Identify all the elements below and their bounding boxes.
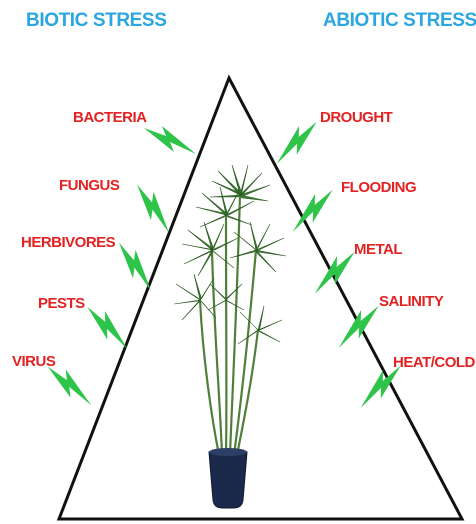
- stress-label-pests: PESTS: [38, 295, 85, 312]
- stress-label-herbivores: HERBIVORES: [21, 234, 115, 251]
- plant-pot: [209, 452, 247, 508]
- stress-label-metal: METAL: [354, 241, 402, 258]
- stress-label-flooding: FLOODING: [341, 179, 416, 196]
- stress-label-salinity: SALINITY: [379, 293, 443, 310]
- stress-label-fungus: FUNGUS: [59, 177, 119, 194]
- potted-plant-icon: [174, 165, 286, 508]
- lightning-bolt-icon: [140, 118, 200, 160]
- stress-label-drought: DROUGHT: [320, 109, 392, 126]
- stress-label-bacteria: BACTERIA: [73, 109, 147, 126]
